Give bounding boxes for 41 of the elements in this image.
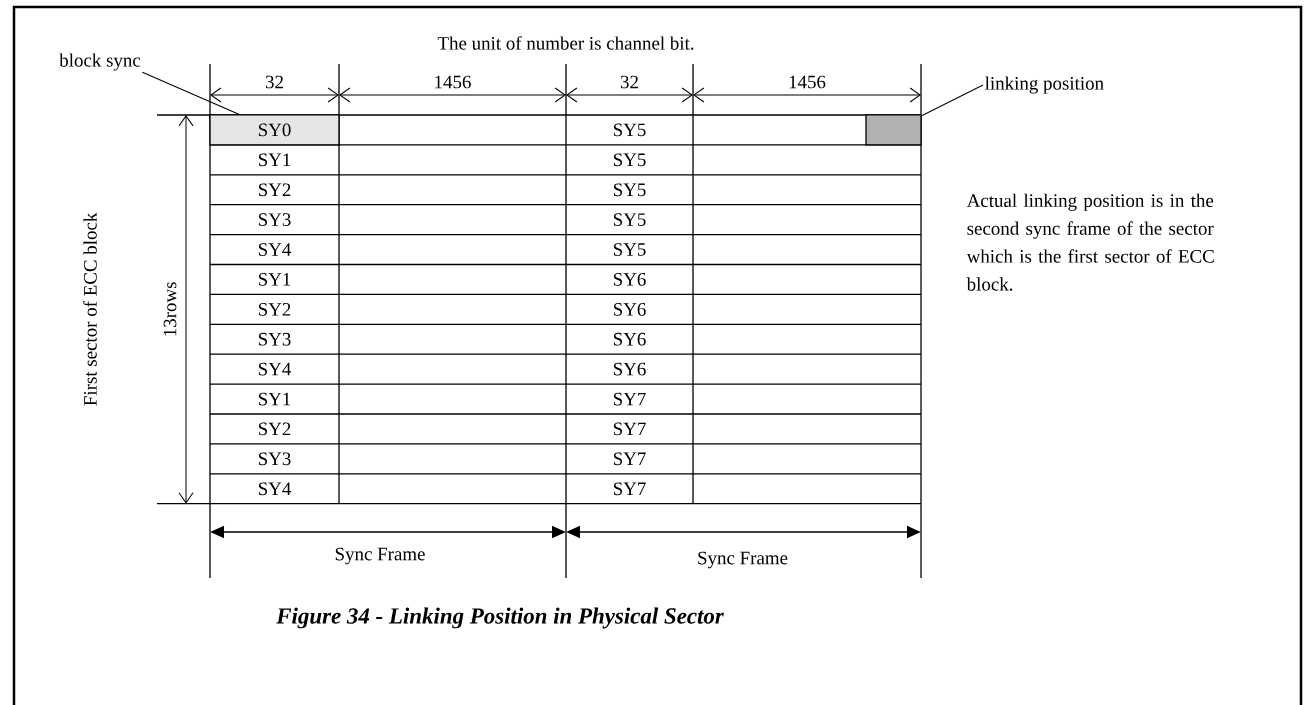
sync-code: SY7 bbox=[613, 392, 646, 406]
leader-line bbox=[921, 84, 984, 117]
sync-code: SY5 bbox=[613, 123, 646, 137]
sync-code: SY7 bbox=[613, 422, 646, 436]
dimension-label: 1456 bbox=[789, 75, 826, 89]
linking-box bbox=[865, 114, 922, 146]
sync-code: SY6 bbox=[613, 362, 646, 376]
sync-code: SY6 bbox=[613, 273, 646, 286]
sync-code: SY5 bbox=[613, 213, 646, 226]
sync-code: SY3 bbox=[258, 332, 291, 346]
dimension-label: Sync Frame bbox=[335, 547, 425, 565]
callout-text: block sync bbox=[59, 53, 141, 71]
dimension-label: 32 bbox=[265, 75, 283, 89]
dimension-label: 13rows bbox=[162, 280, 178, 339]
sync-code: SY4 bbox=[258, 362, 292, 376]
sync-code: SY3 bbox=[258, 452, 291, 466]
leader-line bbox=[141, 71, 240, 115]
sync-code: SY3 bbox=[258, 213, 291, 226]
note-text: Actual linking position is in the second sync frame of the sector which is the first sector of ECC block. bbox=[966, 193, 1214, 291]
sync-code: SY4 bbox=[258, 243, 292, 256]
callout-text: linking position bbox=[985, 76, 1104, 94]
sync-code: SY5 bbox=[613, 183, 646, 197]
sync-code: SY2 bbox=[258, 183, 291, 197]
note-text: The unit of number is channel bit. bbox=[437, 36, 694, 50]
caption: Figure 34 - Linking Position in Physical Sector bbox=[276, 607, 724, 629]
dimension-label: 32 bbox=[620, 75, 638, 89]
sync-code: SY2 bbox=[258, 303, 291, 316]
dimension-label: 1456 bbox=[435, 75, 471, 89]
sync-cell: SY0 bbox=[209, 114, 340, 146]
sync-code: SY1 bbox=[258, 273, 291, 286]
sync-code: SY1 bbox=[258, 392, 291, 406]
sync-code: SY4 bbox=[258, 482, 292, 496]
sync-code: SY6 bbox=[613, 303, 646, 316]
sync-code: SY5 bbox=[613, 243, 646, 256]
sync-code: SY6 bbox=[613, 332, 646, 346]
axis-label: First sector of ECC block bbox=[83, 212, 97, 406]
sync-code: SY7 bbox=[613, 482, 646, 496]
sync-code: SY7 bbox=[613, 452, 646, 466]
sync-code: SY5 bbox=[613, 153, 646, 167]
dimension-label: Sync Frame bbox=[698, 551, 788, 569]
sync-code: SY2 bbox=[258, 422, 291, 436]
